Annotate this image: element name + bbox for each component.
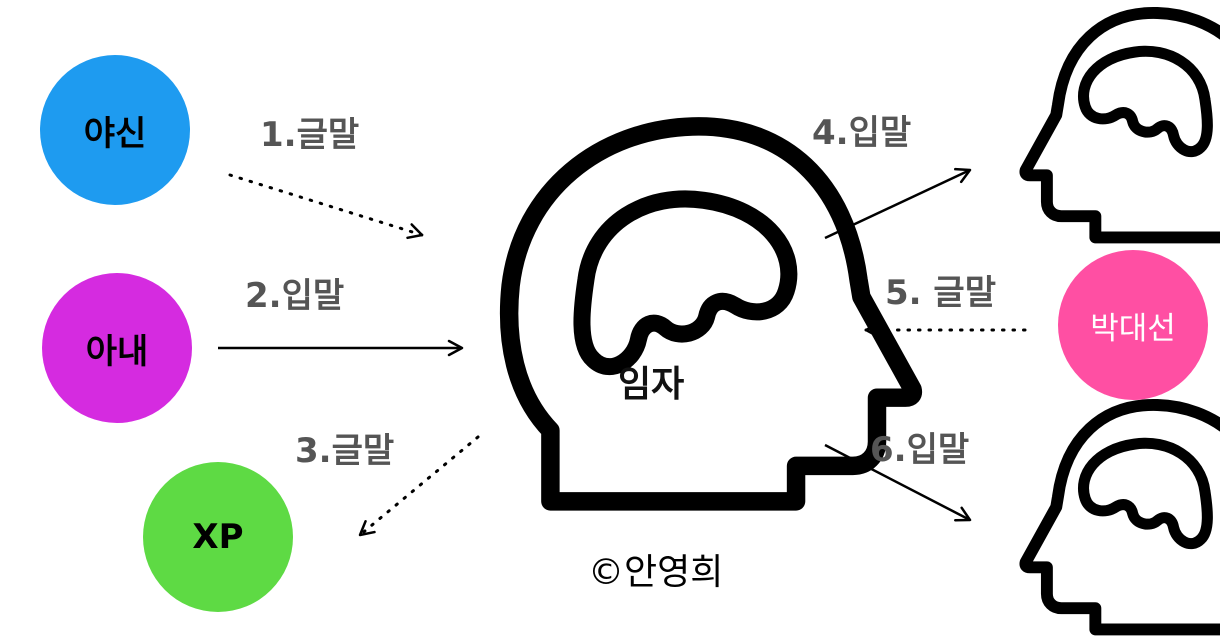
node-wife: 아내 [42,273,192,423]
copyright-text: ©안영희 [588,552,724,593]
edge-label-5: 5. 글말 [885,273,996,313]
center-node-label: 임자 [618,364,685,405]
edge-label-3: 3.글말 [295,431,395,471]
head-brain-icon [1019,7,1220,244]
edge-label-6: 6.입말 [870,430,970,470]
head-brain-icon [499,117,923,511]
edge-label-1: 1.글말 [260,115,360,155]
head-brain-icon [1019,399,1220,636]
edge-label-2: 2.입말 [245,276,345,316]
edge-arrow-1 [228,173,424,240]
node-xp: XP [143,462,293,612]
node-park-label: 박대선 [1090,310,1176,347]
edge-label-4: 4.입말 [812,113,912,153]
node-xp-label: XP [192,517,244,557]
node-park: 박대선 [1058,250,1208,400]
node-yasin-label: 야신 [83,113,147,154]
edge-arrow-3 [358,435,480,537]
node-yasin: 야신 [40,55,190,205]
node-wife-label: 아내 [85,331,149,372]
